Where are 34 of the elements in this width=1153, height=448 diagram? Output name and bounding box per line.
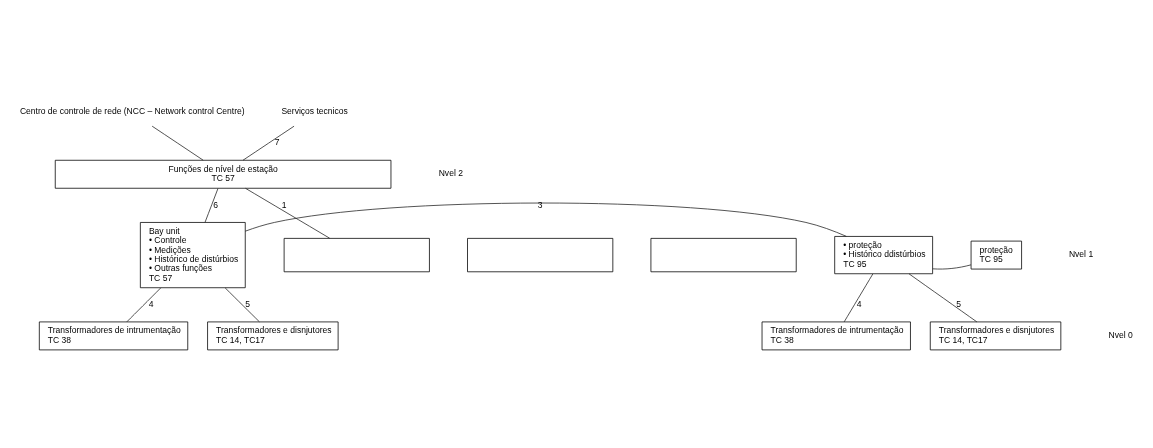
label: Nvel 2 <box>438 168 463 179</box>
node-box: Funções de nível de estação TC 57 <box>54 159 392 189</box>
node-box: Bay unit • Controle • Medições • Histórico de distúrbios • Outras funções TC 57 <box>139 222 246 289</box>
node-box <box>467 238 614 273</box>
connector <box>244 202 847 237</box>
connector <box>126 287 162 323</box>
node-box <box>283 238 430 273</box>
connector <box>843 273 874 323</box>
edge-label: 1 <box>281 199 287 210</box>
connector <box>245 187 331 239</box>
node-text: Serviços tecnicos <box>281 106 348 117</box>
connector <box>224 287 260 323</box>
edge-label: 4 <box>148 299 154 309</box>
node-box <box>650 238 797 273</box>
connector <box>908 273 978 323</box>
connector <box>242 125 295 161</box>
edge-label: 7 <box>274 137 280 148</box>
connector <box>204 188 219 223</box>
label: Nvel 1 <box>1068 249 1094 260</box>
connector <box>151 125 204 161</box>
edge-label: 4 <box>856 299 862 309</box>
edge-label: 3 <box>537 199 543 210</box>
node-box: Transformadores e disnjutores TC 14, TC17 <box>207 321 339 351</box>
node-box: Transformadores de intrumentação TC 38 <box>38 321 189 351</box>
node-box: • proteção • Histórico ddistúrbios TC 95 <box>834 236 933 275</box>
edge-label: 5 <box>956 299 962 309</box>
node-box: proteção TC 95 <box>970 240 1022 270</box>
node-box: Transformadores de intrumentação TC 38 <box>761 321 911 351</box>
connector <box>932 264 972 270</box>
label: Nvel 0 <box>1108 330 1133 341</box>
edge-label: 6 <box>213 199 219 210</box>
edge-label: 5 <box>245 299 250 309</box>
node-text: Centro de controle de rede (NCC – Network control Centre) <box>19 106 245 117</box>
node-box: Transformadores e disnjutores TC 14, TC17 <box>929 321 1062 351</box>
